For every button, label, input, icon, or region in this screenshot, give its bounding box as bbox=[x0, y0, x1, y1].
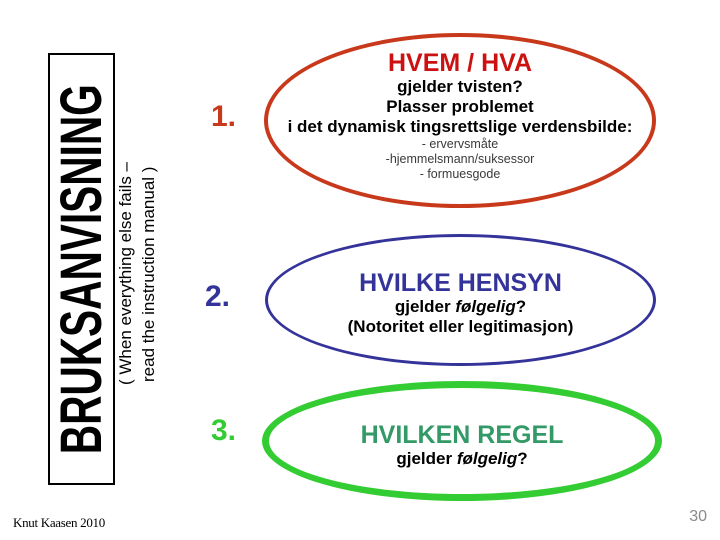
step-1-sub-1: - ervervsmåte bbox=[421, 137, 499, 151]
step-3-line-1-prefix: gjelder bbox=[396, 448, 457, 468]
footer-author: Knut Kaasen 2010 bbox=[13, 515, 105, 530]
step-1-number: 1. bbox=[211, 100, 237, 133]
step-3-number: 3. bbox=[211, 414, 237, 447]
ellipse-step-3: HVILKEN REGEL gjelder følgelig? bbox=[262, 381, 662, 501]
slide-title: BRUKSANVISNING bbox=[48, 84, 114, 454]
instruction-note: ( When everything else fails – read the … bbox=[114, 158, 162, 390]
bruksanvisning-box: BRUKSANVISNING bbox=[48, 53, 115, 485]
ellipse-step-2: HVILKE HENSYN gjelder følgelig? (Notorit… bbox=[265, 234, 656, 366]
step-3-line-1-italic: følgelig bbox=[456, 448, 518, 468]
instruction-note-line-1: ( When everything else fails – bbox=[116, 162, 135, 386]
step-2-line-1-suffix: ? bbox=[515, 297, 527, 316]
step-1-line-2: Plasser problemet bbox=[386, 97, 534, 116]
step-1-sub-2: -hjemmelsmann/suksessor bbox=[385, 152, 535, 166]
step-2-line-1-italic: følgelig bbox=[455, 297, 516, 316]
ellipse-step-1: HVEM / HVA gjelder tvisten? Plasser prob… bbox=[264, 33, 656, 208]
step-2-line-2: (Notoritet eller legitimasjon) bbox=[347, 317, 574, 336]
step-3-line-1-suffix: ? bbox=[517, 448, 528, 468]
step-1-line-3: i det dynamisk tingsrettslige verdensbil… bbox=[287, 117, 633, 136]
step-1-heading: HVEM / HVA bbox=[388, 49, 532, 77]
page-number: 30 bbox=[689, 508, 707, 525]
step-2-number: 2. bbox=[205, 280, 231, 313]
step-2-heading: HVILKE HENSYN bbox=[359, 269, 562, 297]
step-3-line-1: gjelder følgelig? bbox=[396, 449, 527, 469]
step-2-line-1-prefix: gjelder bbox=[394, 297, 456, 316]
step-1-line-1: gjelder tvisten? bbox=[397, 77, 523, 96]
step-1-sub-3: - formuesgode bbox=[419, 167, 501, 181]
step-3-heading: HVILKEN REGEL bbox=[360, 420, 564, 449]
step-2-line-1: gjelder følgelig? bbox=[395, 297, 526, 317]
instruction-note-line-2: read the instruction manual ) bbox=[139, 166, 158, 382]
